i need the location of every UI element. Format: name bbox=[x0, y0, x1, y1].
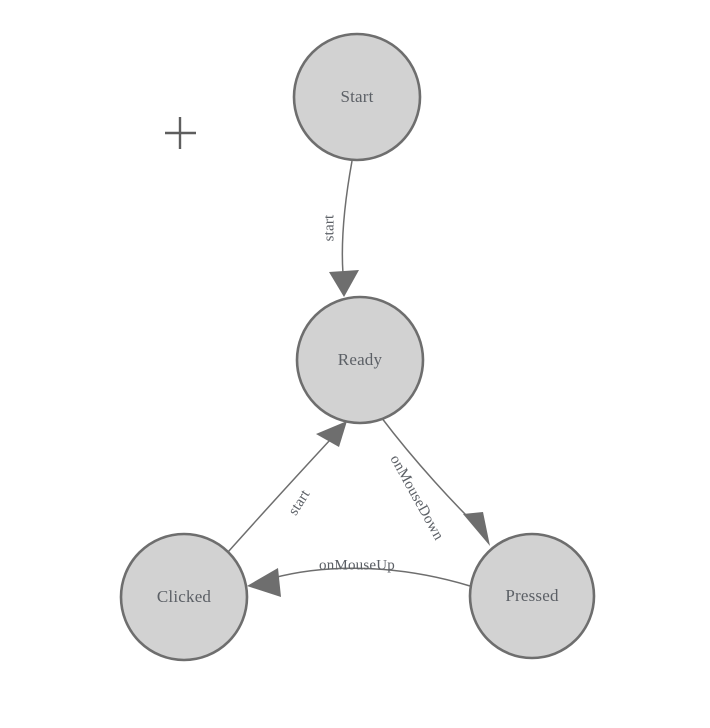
edge-label-clicked-to-ready: start bbox=[286, 487, 314, 519]
edge-label-start-to-ready: start bbox=[321, 214, 337, 241]
node-clicked-circle bbox=[119, 532, 249, 662]
edge-pressed-to-clicked[interactable]: onMouseUp bbox=[247, 557, 471, 597]
node-start-circle bbox=[292, 32, 422, 162]
arrowhead-icon bbox=[329, 270, 359, 297]
node-pressed-circle bbox=[468, 532, 596, 660]
edge-clicked-to-ready[interactable]: start bbox=[227, 421, 347, 553]
arrowhead-icon bbox=[316, 421, 347, 447]
edge-line bbox=[272, 567, 471, 587]
arrowhead-icon bbox=[463, 512, 490, 546]
node-pressed[interactable]: Pressed bbox=[468, 532, 596, 660]
edge-label-ready-to-pressed: onMouseDown bbox=[387, 452, 447, 543]
edge-ready-to-pressed[interactable]: onMouseDown bbox=[380, 416, 490, 546]
node-pressed-label: Pressed bbox=[505, 586, 559, 605]
crosshair-icon bbox=[165, 117, 196, 149]
node-clicked-label: Clicked bbox=[157, 587, 212, 606]
node-clicked[interactable]: Clicked bbox=[119, 532, 249, 662]
node-ready[interactable]: Ready bbox=[295, 295, 425, 425]
edge-line bbox=[341, 160, 353, 275]
arrowhead-icon bbox=[247, 568, 281, 597]
edge-label-pressed-to-clicked: onMouseUp bbox=[319, 557, 395, 573]
node-start[interactable]: Start bbox=[292, 32, 422, 162]
node-ready-circle bbox=[295, 295, 425, 425]
node-ready-label: Ready bbox=[338, 350, 383, 369]
edge-start-to-ready[interactable]: start bbox=[321, 160, 359, 297]
edge-line bbox=[227, 439, 331, 553]
node-start-label: Start bbox=[340, 87, 373, 106]
